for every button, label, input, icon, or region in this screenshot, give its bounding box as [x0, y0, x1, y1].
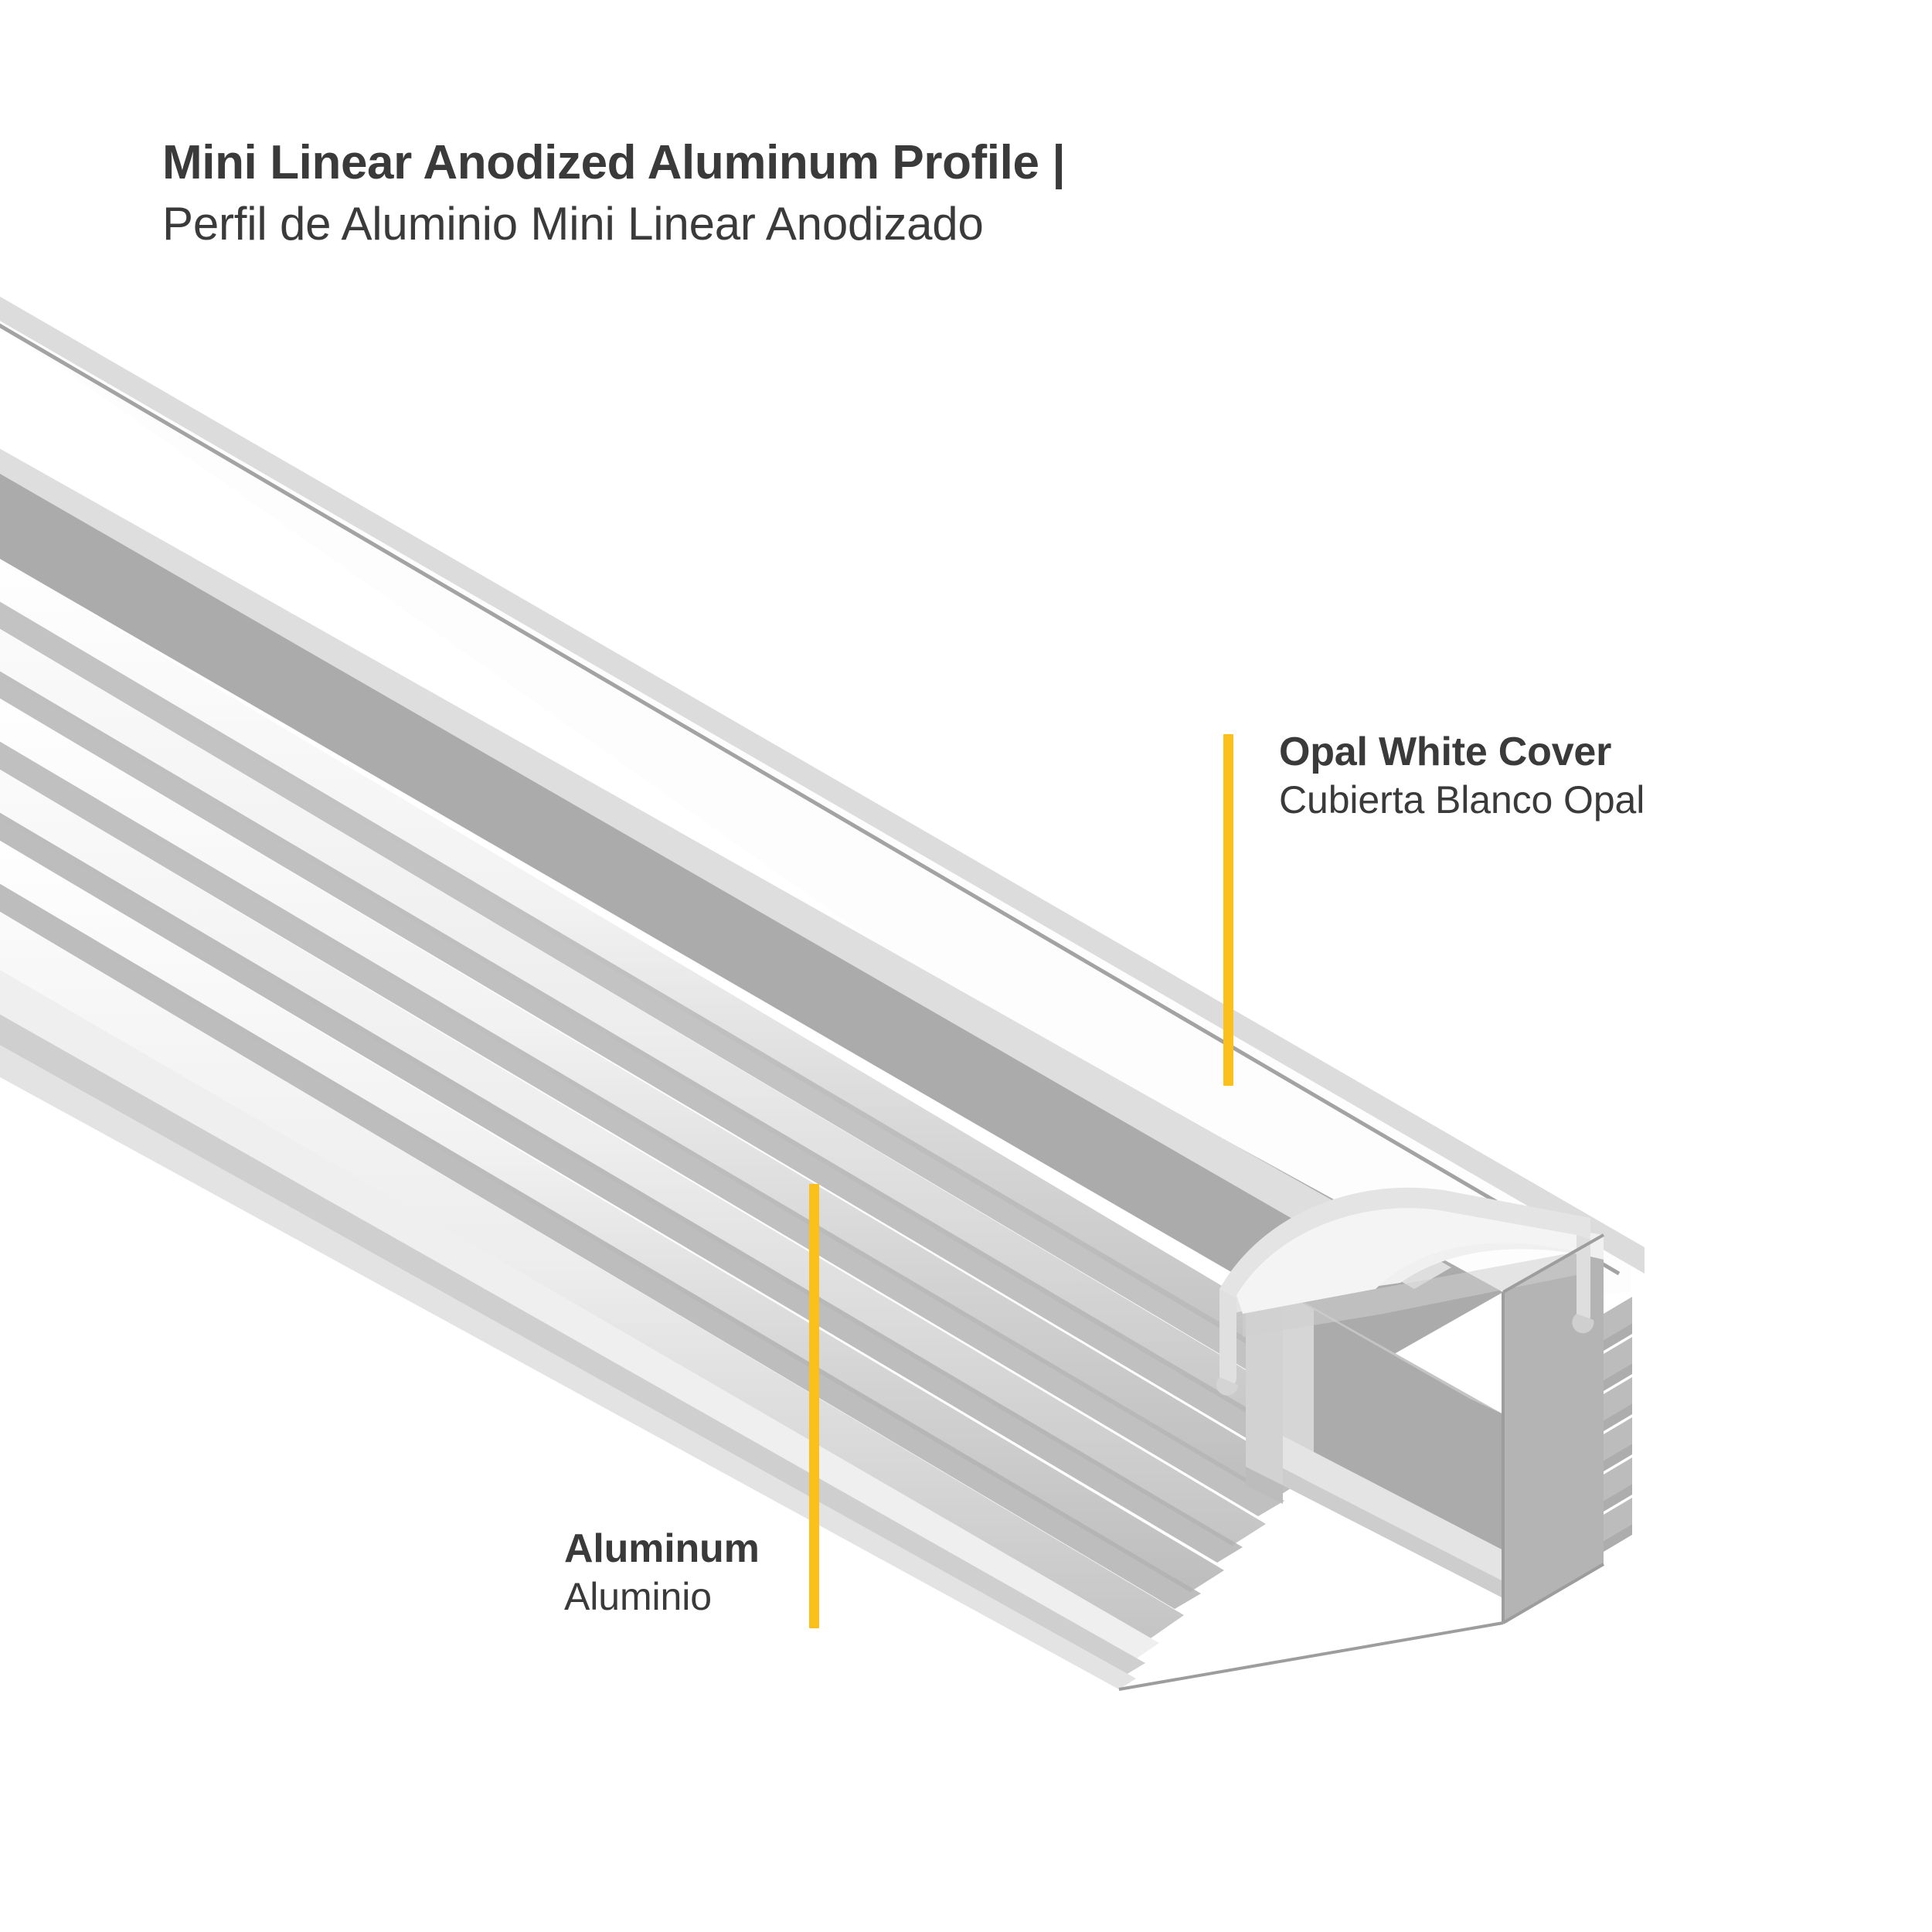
- silhouette-outlines: [1118, 1233, 1605, 1691]
- channel-front-wall-shadow: [1246, 1467, 1283, 1504]
- cavity-ceiling: [1283, 1292, 1503, 1414]
- body-rib-4-shadow: [0, 812, 1243, 1563]
- end-face-serrations: [1604, 1297, 1632, 1541]
- body-rib-5-shadow: [0, 883, 1201, 1609]
- cover-right-clip-round: [1572, 1314, 1594, 1334]
- cavity-floor-front: [1283, 1468, 1503, 1598]
- body-rib-6: [0, 911, 1184, 1640]
- cover-left-clip: [1219, 1289, 1236, 1389]
- end-face-serration-shadows: [1604, 1323, 1632, 1552]
- page-title: Mini Linear Anodized Aluminum Profile | …: [162, 136, 1399, 251]
- body-rib-3: [0, 698, 1308, 1499]
- cavity-floor: [1283, 1436, 1503, 1581]
- body-bottom-shadow: [0, 1014, 1145, 1677]
- body-bottom-edge: [0, 1045, 1136, 1689]
- cover-right-clip: [1577, 1235, 1590, 1326]
- cavity-left-wall: [1283, 1292, 1314, 1453]
- body-rib-1: [0, 559, 1391, 1408]
- cover-left-clip-round: [1216, 1377, 1238, 1396]
- cover-leading-edge: [0, 296, 1645, 1274]
- body-rib-1-shadow: [0, 601, 1368, 1426]
- body-rib-5: [0, 840, 1224, 1592]
- body-upper-face: [0, 468, 1503, 1360]
- body-top-chamfer: [0, 448, 1451, 1289]
- body-rib-4: [0, 769, 1266, 1546]
- title-spanish: Perfil de Aluminio Mini Linear Anodizado: [162, 197, 984, 250]
- cover-edge-outline: [0, 323, 1621, 1276]
- body-rib-6-lower: [0, 970, 1159, 1663]
- body-rib-3-shadow: [0, 741, 1284, 1516]
- cover-arc-inner: [1236, 1208, 1577, 1314]
- title-english: Mini Linear Anodized Aluminum Profile |: [162, 136, 1066, 189]
- body-rib-2-shadow: [0, 671, 1326, 1470]
- cavity-back-wall: [1314, 1308, 1503, 1550]
- cover-under-shadow: [1243, 1252, 1577, 1337]
- body-rib-2: [0, 628, 1349, 1453]
